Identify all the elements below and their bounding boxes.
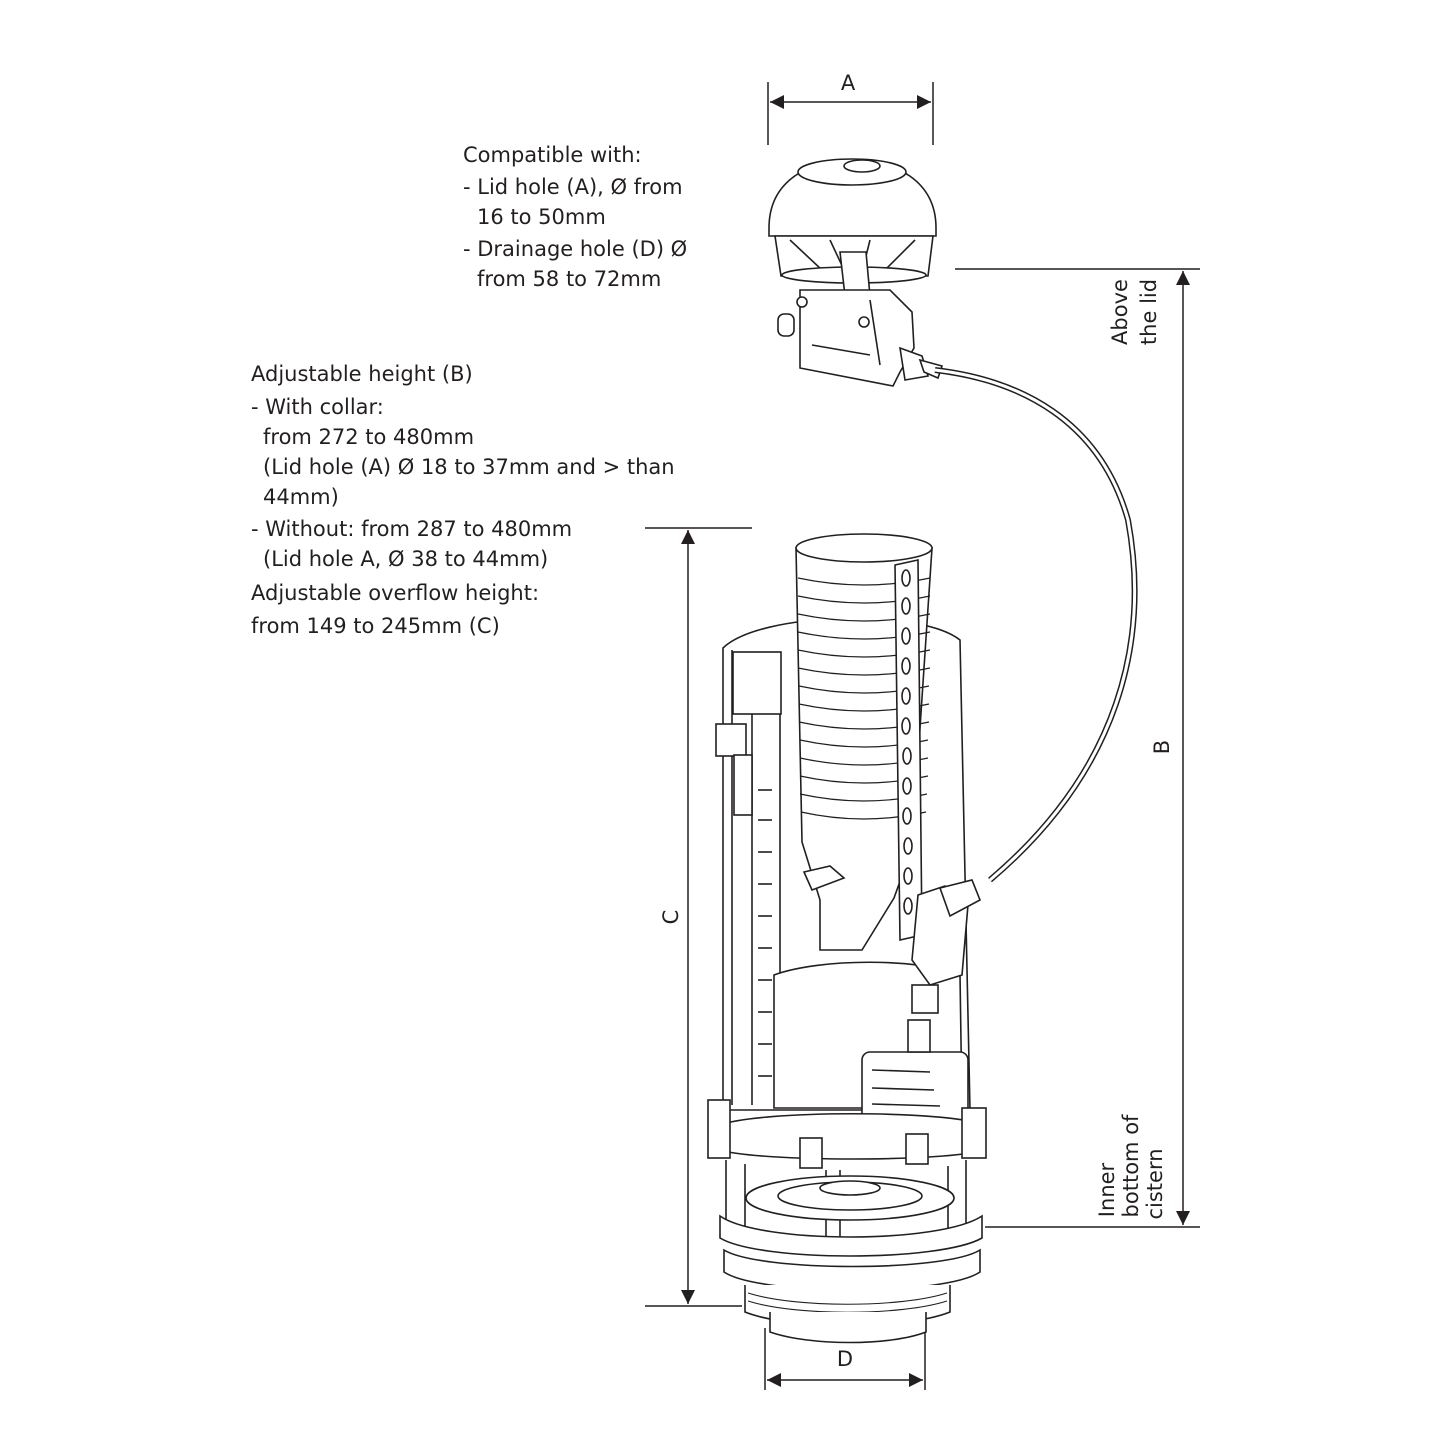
dimension-c-label: C	[659, 910, 683, 925]
inner-bottom-label: cistern	[1143, 1148, 1167, 1219]
dimension-d-label: D	[837, 1347, 853, 1371]
compat-line: - Drainage hole (D) Ø	[463, 237, 688, 261]
above-lid-label: the lid	[1137, 279, 1161, 345]
compat-line: 16 to 50mm	[477, 205, 606, 229]
height-line: (Lid hole (A) Ø 18 to 37mm and > than	[263, 455, 675, 479]
dimension-d	[764, 1328, 926, 1390]
flush-valve-body	[707, 533, 987, 1344]
cable	[934, 367, 1138, 883]
above-lid-label: Above	[1108, 279, 1132, 345]
height-line: - Without: from 287 to 480mm	[251, 517, 573, 541]
height-heading: Adjustable height (B)	[251, 362, 473, 386]
dimension-b	[955, 268, 1200, 1228]
height-line: 44mm)	[263, 485, 339, 509]
overflow-heading: Adjustable overflow height:	[251, 581, 540, 605]
compat-heading: Compatible with:	[463, 143, 642, 167]
overflow-line: from 149 to 245mm (C)	[251, 614, 500, 638]
inner-bottom-label: bottom of	[1119, 1114, 1143, 1217]
dimension-b-label: B	[1150, 740, 1174, 754]
height-line: - With collar:	[251, 395, 384, 419]
inner-bottom-label: Inner	[1095, 1162, 1119, 1217]
compat-line: from 58 to 72mm	[477, 267, 662, 291]
dimension-c	[645, 527, 752, 1307]
dimension-a-label: A	[841, 71, 856, 95]
dimension-a	[767, 82, 934, 145]
height-line: (Lid hole A, Ø 38 to 44mm)	[263, 547, 549, 571]
height-line: from 272 to 480mm	[263, 425, 475, 449]
compat-line: - Lid hole (A), Ø from	[463, 175, 683, 199]
push-button-illustration	[768, 158, 944, 387]
